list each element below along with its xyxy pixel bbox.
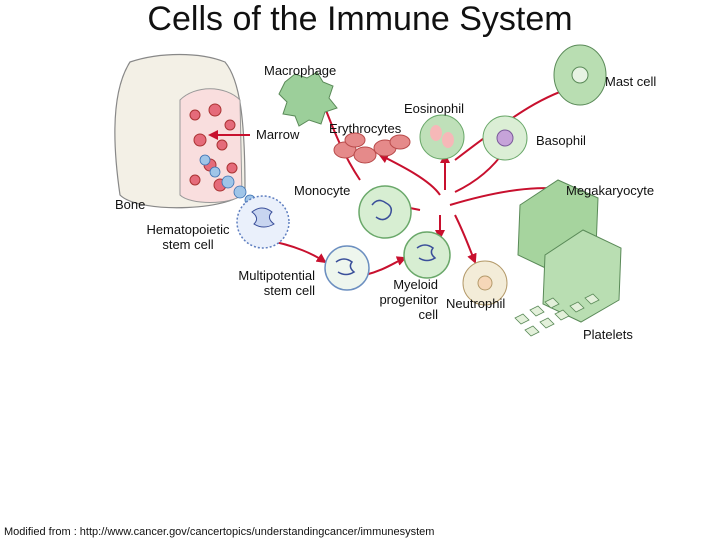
label-hematopoietic-stem-cell: Hematopoietic stem cell bbox=[146, 222, 230, 252]
myeloid-progenitor-cell bbox=[403, 231, 451, 279]
label-bone: Bone bbox=[115, 197, 146, 212]
multipotential-stem-cell bbox=[324, 245, 370, 291]
mast-cell bbox=[553, 44, 607, 106]
label-basophil: Basophil bbox=[536, 133, 586, 148]
label-platelets: Platelets bbox=[583, 327, 633, 342]
monocyte-cell bbox=[358, 185, 412, 239]
label-megakaryocyte: Megakaryocyte bbox=[566, 183, 655, 198]
label-monocyte: Monocyte bbox=[294, 183, 351, 198]
eosinophil-cell bbox=[419, 114, 465, 160]
label-marrow: Marrow bbox=[256, 127, 300, 142]
label-macrophage: Macrophage bbox=[264, 63, 337, 78]
label-multipotential-stem-cell: Multipotential stem cell bbox=[238, 268, 315, 298]
label-erythrocytes: Erythrocytes bbox=[329, 121, 402, 136]
basophil-cell bbox=[482, 115, 528, 161]
source-citation: Modified from : http://www.cancer.gov/ca… bbox=[4, 526, 435, 538]
platelets-cluster bbox=[514, 293, 600, 337]
hematopoietic-stem-cell bbox=[236, 195, 290, 249]
megakaryocyte-cells bbox=[517, 179, 622, 323]
marrow-cells bbox=[189, 103, 238, 192]
label-myeloid-progenitor-cell: Myeloid progenitor cell bbox=[379, 277, 438, 322]
page-title: Cells of the Immune System bbox=[147, 0, 573, 38]
neutrophil-cell bbox=[462, 260, 508, 306]
label-mast-cell: Mast cell bbox=[605, 74, 657, 89]
erythrocytes-cluster bbox=[333, 132, 411, 164]
label-neutrophil: Neutrophil bbox=[446, 296, 506, 311]
macrophage-cell bbox=[278, 71, 338, 127]
arrow-multipotential-to-myeloid bbox=[364, 256, 407, 276]
bone-illustration bbox=[114, 53, 256, 209]
arrow-myeloid-to-neutrophil bbox=[454, 214, 477, 264]
arrow-myeloid-to-erythrocytes bbox=[378, 154, 441, 196]
label-eosinophil: Eosinophil bbox=[404, 101, 464, 116]
